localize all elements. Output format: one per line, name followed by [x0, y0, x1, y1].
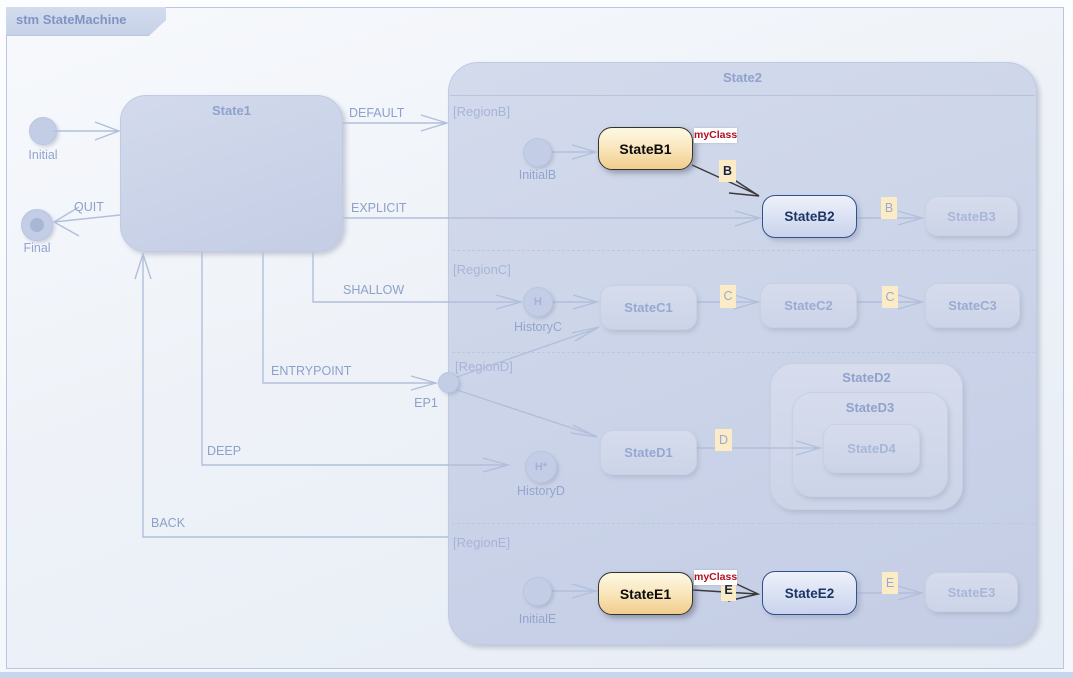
stateC2-title: StateC2	[784, 298, 833, 313]
stateB3[interactable]: StateB3	[925, 196, 1018, 236]
stateB2[interactable]: StateB2	[762, 195, 857, 238]
regionE-label: [RegionE]	[453, 535, 511, 550]
stateE3-title: StateE3	[947, 584, 996, 600]
stateB1-title: StateB1	[619, 140, 672, 157]
trigger-c2-label[interactable]: C	[882, 286, 898, 308]
initialE-node[interactable]	[523, 577, 552, 606]
transition-label-entrypoint[interactable]: ENTRYPOINT	[271, 364, 352, 378]
regionC-label: [RegionC]	[453, 262, 511, 277]
historyC-node[interactable]: H	[523, 287, 553, 317]
historyD-node[interactable]: H*	[525, 451, 557, 483]
region-divider-cd	[452, 352, 1035, 353]
trigger-b2-label[interactable]: B	[881, 197, 897, 219]
stateE1-title: StateE1	[619, 585, 672, 602]
historyD-glyph: H*	[534, 461, 548, 473]
historyC-glyph: H	[534, 296, 542, 308]
initialB-label: InitialB	[518, 168, 557, 182]
final-node-inner	[30, 218, 44, 232]
transition-label-default[interactable]: DEFAULT	[349, 106, 405, 120]
state2-title-separator	[450, 95, 1035, 96]
historyC-label: HistoryC	[514, 320, 562, 334]
trigger-d-label[interactable]: D	[715, 429, 732, 451]
region-divider-de	[452, 523, 1035, 524]
transition-label-back[interactable]: BACK	[151, 516, 186, 530]
stateB1-stereotype[interactable]: myClass	[694, 128, 738, 143]
stateB3-title: StateB3	[947, 208, 996, 224]
stateB1[interactable]: StateB1	[598, 127, 693, 170]
stateB2-title: StateB2	[784, 209, 835, 224]
frame-label-tab	[6, 7, 166, 36]
state1[interactable]	[120, 95, 343, 252]
transition-label-deep[interactable]: DEEP	[207, 444, 242, 458]
final-node[interactable]	[21, 209, 53, 241]
transition-label-explicit[interactable]: EXPLICIT	[351, 201, 407, 215]
transition-label-shallow[interactable]: SHALLOW	[343, 283, 405, 297]
transition-label-quit[interactable]: QUIT	[74, 200, 104, 214]
regionB-label: [RegionB]	[453, 104, 511, 119]
trigger-e2-label[interactable]: E	[882, 572, 898, 594]
initial-node[interactable]	[29, 117, 57, 145]
stateD4[interactable]: StateD4	[823, 424, 920, 473]
stateD3-title: StateD3	[845, 400, 895, 415]
ep1-label: EP1	[414, 396, 438, 410]
initialE-label: InitialE	[518, 612, 557, 626]
stateE2-title: StateE2	[784, 585, 835, 601]
stateE1-stereotype[interactable]: myClass	[694, 570, 738, 585]
stateE3[interactable]: StateE3	[925, 572, 1018, 612]
historyD-label: HistoryD	[517, 484, 565, 498]
region-divider-bc	[452, 250, 1035, 251]
stateE1[interactable]: StateE1	[598, 572, 693, 615]
stateC1[interactable]: StateC1	[600, 285, 697, 330]
stateD2-title: StateD2	[842, 370, 891, 385]
frame-bottom-strip	[0, 672, 1073, 678]
trigger-e1-label[interactable]: E	[721, 580, 736, 601]
ep1-node[interactable]	[438, 372, 459, 393]
stateD4-title: StateD4	[847, 441, 896, 456]
stateD1-title: StateD1	[624, 445, 673, 460]
stateC3[interactable]: StateC3	[925, 283, 1020, 328]
state1-title: State1	[211, 103, 252, 118]
stateC3-title: StateC3	[948, 298, 997, 313]
trigger-b1-label[interactable]: B	[719, 160, 736, 182]
final-label: Final	[23, 241, 51, 255]
initialB-node[interactable]	[523, 138, 552, 167]
stateD1[interactable]: StateD1	[600, 430, 697, 475]
state2-title: State2	[722, 70, 763, 85]
regionD-label: [RegionD]	[455, 359, 513, 374]
initial-label: Initial	[28, 148, 58, 162]
frame-title: stm StateMachine	[16, 12, 127, 27]
stateC1-title: StateC1	[624, 300, 673, 315]
trigger-c1-label[interactable]: C	[720, 285, 736, 308]
stateE2[interactable]: StateE2	[762, 571, 857, 615]
stateC2[interactable]: StateC2	[760, 283, 857, 328]
